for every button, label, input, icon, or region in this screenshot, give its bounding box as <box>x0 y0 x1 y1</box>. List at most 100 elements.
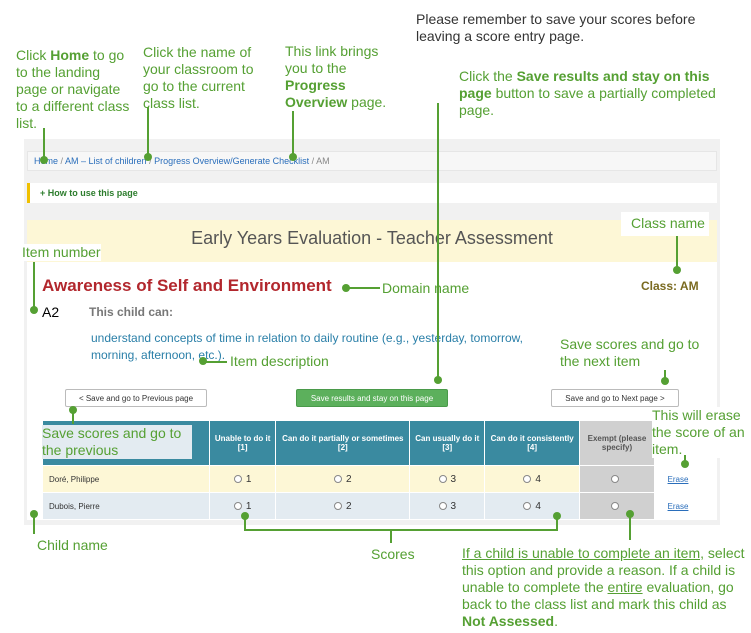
score-value: 2 <box>346 473 352 485</box>
connector-dot <box>661 377 669 385</box>
scores-annotation: Scores <box>371 546 415 562</box>
score-header-code: [4] <box>527 443 538 452</box>
exempt-annotation-bold: Not Assessed <box>462 613 555 629</box>
connector-line <box>72 410 74 424</box>
connector-dot <box>30 306 38 314</box>
breadcrumb-class-list[interactable]: AM – List of children <box>65 156 147 166</box>
save-previous-button[interactable]: < Save and go to Previous page <box>65 389 207 407</box>
table-row: Dubois, Pierre 1 2 3 4 Erase <box>42 492 702 520</box>
exempt-annotation-entire: entire <box>607 579 643 595</box>
breadcrumb-current: AM <box>316 156 330 166</box>
score-radio[interactable] <box>438 475 447 483</box>
class-label: Class: AM <box>641 279 699 293</box>
page-title: Early Years Evaluation - Teacher Assessm… <box>191 228 553 248</box>
breadcrumb-sep: / <box>146 156 155 166</box>
exempt-annotation-text: select this option and provide a reason.… <box>462 545 745 595</box>
classroom-annotation: Click the name of your classroom to go t… <box>143 44 254 111</box>
class-name-annotation: Class name <box>621 212 709 236</box>
child-name-annotation: Child name <box>37 537 108 553</box>
connector-dot <box>30 510 38 518</box>
domain-name-annotation: Domain name <box>382 280 470 297</box>
connector-line <box>43 128 45 160</box>
score-value: 2 <box>346 500 352 512</box>
score-radio[interactable] <box>233 475 242 483</box>
score-radio[interactable] <box>438 502 447 510</box>
score-value: 1 <box>245 473 252 485</box>
score-radio[interactable] <box>523 502 532 510</box>
connector-dot <box>434 376 442 384</box>
score-value: 3 <box>450 500 457 512</box>
breadcrumb-progress[interactable]: Progress Overview/Generate Checklist <box>154 156 310 166</box>
score-cell[interactable]: 4 <box>484 492 580 520</box>
exempt-column-header: Exempt (please specify) <box>579 420 655 466</box>
progress-annotation-bold: Progress Overview <box>285 77 348 110</box>
connector-line <box>292 111 294 157</box>
connector-line <box>629 514 631 540</box>
score-radio[interactable] <box>334 502 343 510</box>
connector-dot <box>69 406 77 414</box>
score-radio[interactable] <box>233 502 242 510</box>
save-stay-annotation: Click the Save results and stay on this … <box>459 68 721 119</box>
breadcrumb-sep: / <box>309 156 317 166</box>
connector-line <box>33 514 35 534</box>
connector-dot <box>144 153 152 161</box>
score-radio[interactable] <box>523 475 532 483</box>
score-cell[interactable]: 1 <box>208 465 277 493</box>
save-stay-annotation-bold: Save results and stay on this page <box>459 68 710 101</box>
score-column-header: Unable to do it[1] <box>208 420 277 466</box>
progress-annotation-pre: This link brings you to the <box>285 43 379 76</box>
exempt-cell[interactable] <box>579 465 655 493</box>
score-header-code: [1] <box>237 443 248 452</box>
item-number-annotation: Item number <box>22 244 101 261</box>
erase-link[interactable]: Erase <box>667 501 689 511</box>
score-cell[interactable]: 4 <box>484 465 580 493</box>
scores-bracket <box>244 516 246 530</box>
score-header-code: [3] <box>442 443 453 452</box>
score-header-label: Unable to do it <box>214 434 271 443</box>
score-header-code: [2] <box>337 443 348 452</box>
item-description-annotation: Item description <box>230 353 329 370</box>
connector-dot <box>289 153 297 161</box>
erase-cell: Erase <box>654 492 702 520</box>
progress-annotation-post: page. <box>347 94 387 110</box>
home-annotation-post: to go to the landing page or navigate to… <box>16 47 130 131</box>
connector-line <box>437 103 439 381</box>
exempt-radio[interactable] <box>611 502 619 511</box>
scores-bracket <box>244 529 558 531</box>
exempt-cell[interactable] <box>579 492 655 520</box>
save-next-button[interactable]: Save and go to Next page > <box>551 389 679 407</box>
score-header-label: Can usually do it <box>415 434 480 443</box>
score-header-label: Can do it partially or sometimes <box>282 434 404 443</box>
score-cell[interactable]: 2 <box>275 492 411 520</box>
connector-dot <box>553 512 561 520</box>
erase-link[interactable]: Erase <box>667 474 689 484</box>
erase-cell: Erase <box>654 465 702 493</box>
connector-line <box>147 107 149 157</box>
score-header-label: Can do it consistently <box>490 434 574 443</box>
child-name: Dubois, Pierre <box>42 492 210 520</box>
score-column-header: Can do it consistently[4] <box>484 420 580 466</box>
save-previous-annotation: Save scores and go to the previous <box>42 425 192 459</box>
child-can-label: This child can: <box>89 305 174 319</box>
connector-line <box>348 287 380 289</box>
connector-line <box>676 236 678 270</box>
score-cell[interactable]: 2 <box>275 465 411 493</box>
connector-dot <box>40 156 48 164</box>
score-cell[interactable]: 3 <box>409 492 486 520</box>
score-cell[interactable]: 3 <box>409 465 486 493</box>
score-radio[interactable] <box>334 475 343 483</box>
score-value: 3 <box>450 473 457 485</box>
exempt-annotation: If a child is unable to complete an item… <box>462 545 747 630</box>
score-value: 4 <box>535 500 541 512</box>
score-value: 4 <box>535 473 541 485</box>
exempt-annotation-end: . <box>554 613 558 629</box>
domain-title: Awareness of Self and Environment <box>42 276 332 295</box>
exempt-radio[interactable] <box>611 475 619 484</box>
home-annotation-pre: Click <box>16 47 51 63</box>
scores-bracket <box>390 529 392 543</box>
connector-line <box>33 262 35 310</box>
child-name: Doré, Philippe <box>42 465 210 493</box>
save-stay-button[interactable]: Save results and stay on this page <box>296 389 448 407</box>
how-to-use-toggle[interactable]: + How to use this page <box>27 183 717 203</box>
save-reminder-note: Please remember to save your scores befo… <box>416 11 696 44</box>
